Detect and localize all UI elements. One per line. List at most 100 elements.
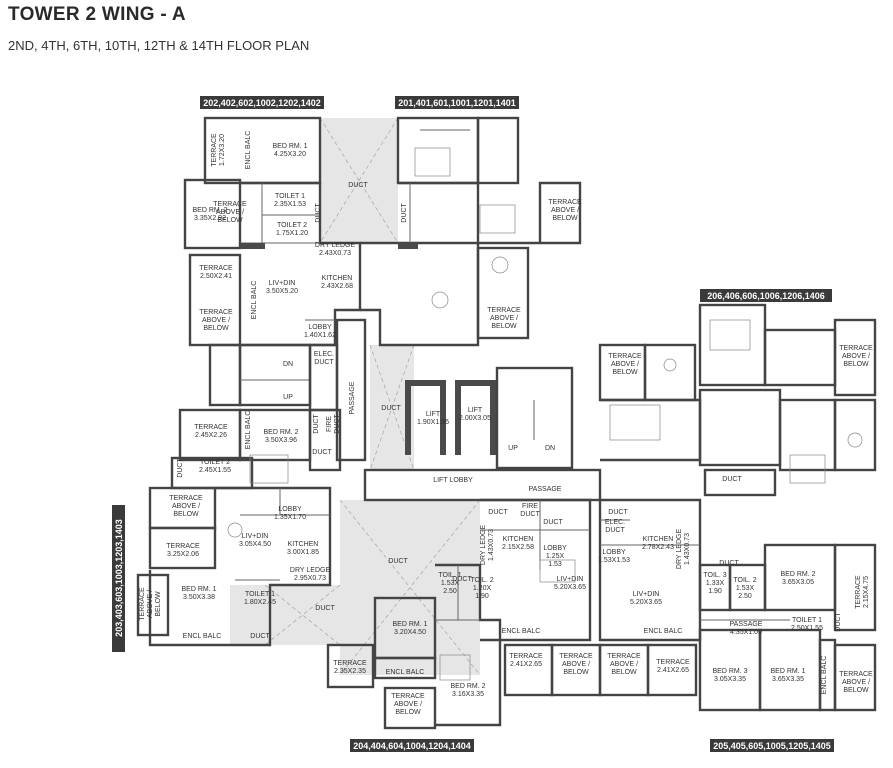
room-label-u203-encl-balc2: ENCL BALC bbox=[183, 633, 222, 640]
room-label-core-dn: DN bbox=[545, 445, 555, 452]
unit-tag-205: 205,405,605,1005,1205,1405 bbox=[710, 739, 834, 752]
room-label-line: DUCT bbox=[520, 511, 540, 518]
room-label-line: TERRACE bbox=[548, 199, 582, 206]
room-label-line: UP bbox=[283, 394, 293, 401]
room-label-u202-terrace: TERRACE1.72X3.20 bbox=[211, 133, 226, 167]
svg-text:206,406,606,1006,1206,1406: 206,406,606,1006,1206,1406 bbox=[707, 291, 825, 301]
room-label-passage-v: PASSAGE bbox=[349, 381, 356, 414]
room-label-line: TERRACE bbox=[608, 353, 642, 360]
room-label-line: BELOW bbox=[203, 325, 229, 332]
page-subtitle: 2ND, 4TH, 6TH, 10TH, 12TH & 14TH FLOOR P… bbox=[8, 38, 310, 53]
svg-text:202,402,602,1002,1202,1402: 202,402,602,1002,1202,1402 bbox=[203, 98, 321, 108]
room-label-line: LOBBY bbox=[602, 549, 626, 556]
room-label-mid-encl-balc: ENCL BALC bbox=[502, 628, 541, 635]
room-label-line: 1.43X0.73 bbox=[488, 529, 495, 561]
room-label-duct-bottom-center2: DUCT bbox=[315, 605, 335, 612]
room-label-u204-dry-ledge: DRY LEDGE1.43X0.73 bbox=[480, 525, 495, 566]
room-label-line: 2.43X2.68 bbox=[321, 283, 353, 290]
room-label-line: 3.16X3.35 bbox=[452, 691, 484, 698]
room-label-line: DUCT bbox=[315, 605, 335, 612]
unit-tag-206: 206,406,606,1006,1206,1406 bbox=[700, 289, 832, 302]
room-label-line: BED RM. 2 bbox=[263, 429, 298, 436]
room-label-line: 4.35X1.00 bbox=[730, 629, 762, 636]
room-label-line: 2.50X1.55 bbox=[791, 625, 823, 632]
room-label-line: DUCT bbox=[312, 449, 332, 456]
room-label-duct-top-center: DUCT bbox=[348, 182, 368, 189]
room-label-u204-duct: DUCT bbox=[452, 576, 472, 583]
room-label-line: 3.20X4.50 bbox=[394, 629, 426, 636]
room-label-line: 1.90 bbox=[708, 588, 722, 595]
room-label-line: BED RM. 2 bbox=[780, 571, 815, 578]
room-label-line: BELOW bbox=[217, 217, 243, 224]
room-label-line: ENCL BALC bbox=[644, 628, 683, 635]
unit-tag-202: 202,402,602,1002,1202,1402 bbox=[200, 96, 324, 109]
room-label-line: ENCL BALC bbox=[386, 669, 425, 676]
furniture-hints bbox=[227, 147, 863, 681]
room-label-line: 1.40X1.62 bbox=[304, 332, 336, 339]
room-label-line: DRY LEDGE bbox=[480, 525, 487, 566]
room-label-duct-bottom-center: DUCT bbox=[388, 558, 408, 565]
room-label-line: 3.65X3.05 bbox=[782, 579, 814, 586]
room-label-line: TOILET 2 bbox=[277, 222, 307, 229]
room-label-line: BELOW bbox=[843, 687, 869, 694]
room-label-line: TERRACE bbox=[333, 660, 367, 667]
svg-text:203,403,603,1003,1203,1403: 203,403,603,1003,1203,1403 bbox=[114, 519, 124, 637]
room-label-line: DUCT bbox=[313, 414, 320, 434]
room-label-line: FIRE bbox=[522, 503, 538, 510]
room-label-line: TOILET 2 bbox=[200, 459, 230, 466]
walls-mid-unit bbox=[480, 498, 602, 697]
room-label-u203-duct: DUCT bbox=[313, 414, 320, 434]
room-label-core-up: UP bbox=[508, 445, 518, 452]
room-label-line: TERRACE bbox=[607, 653, 641, 660]
room-label-line: TOILET 1 bbox=[275, 193, 305, 200]
room-label-line: DUCT bbox=[719, 560, 739, 567]
room-label-line: BELOW bbox=[552, 215, 578, 222]
room-label-line: ABOVE / bbox=[490, 315, 518, 322]
room-label-line: 3.50X3.38 bbox=[183, 594, 215, 601]
room-label-line: ENCL BALC bbox=[183, 633, 222, 640]
room-label-line: 2.95X0.73 bbox=[294, 575, 326, 582]
room-label-line: LOBBY bbox=[308, 324, 332, 331]
room-label-line: 3.05X3.35 bbox=[714, 676, 746, 683]
walls-unit-201 bbox=[360, 116, 582, 347]
room-label-line: DUCT bbox=[452, 576, 472, 583]
room-label-line: DUCT bbox=[543, 519, 563, 526]
room-label-line: UP bbox=[508, 445, 518, 452]
room-label-line: ABOVE / bbox=[394, 701, 422, 708]
room-label-line: 1.90X1.95 bbox=[417, 419, 449, 426]
page-title: TOWER 2 WING - A bbox=[8, 4, 186, 25]
room-label-passage-h: PASSAGE bbox=[529, 486, 562, 493]
room-label-line: DRY LEDGE bbox=[676, 529, 683, 570]
room-label-u201-duct: DUCT bbox=[401, 203, 408, 223]
room-label-line: DUCT bbox=[314, 359, 334, 366]
room-label-line: TERRACE bbox=[166, 543, 200, 550]
room-label-line: TERRACE bbox=[559, 653, 593, 660]
room-label-line: 1.53 bbox=[548, 561, 562, 568]
room-label-stair-up: UP bbox=[283, 394, 293, 401]
room-label-line: 2.41X2.65 bbox=[510, 661, 542, 668]
room-label-line: 1.43X0.73 bbox=[684, 533, 691, 565]
room-label-line: BED RM. 1 bbox=[770, 668, 805, 675]
room-label-line: LIV+DIN bbox=[557, 576, 584, 583]
room-label-u203-duct2: DUCT bbox=[312, 449, 332, 456]
room-label-u205-terrace2: TERRACE2.15X4.75 bbox=[855, 575, 870, 609]
room-label-line: DUCT bbox=[315, 203, 322, 223]
room-label-line: 1.25X bbox=[546, 553, 565, 560]
room-label-line: 2.15X2.58 bbox=[502, 544, 534, 551]
